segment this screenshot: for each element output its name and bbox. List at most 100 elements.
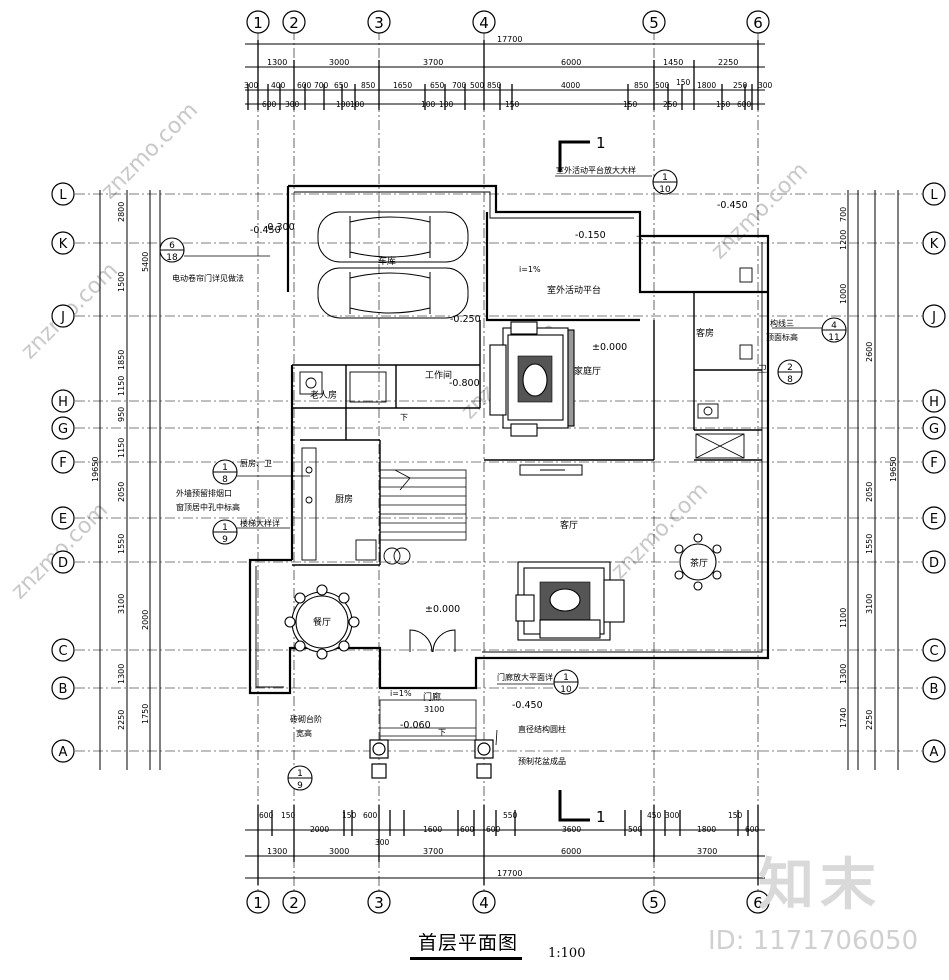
detail-bubbles (159, 169, 847, 791)
detail-ref-sheet: 8 (222, 475, 228, 485)
dim-label: 1150 (117, 376, 126, 396)
axis-label: 2 (289, 14, 299, 32)
watermark-id: ID: 1171706050 (708, 926, 919, 956)
room-label-porch: 门廊 (423, 691, 441, 703)
dim-label: 550 (503, 811, 518, 820)
dim-label: 1800 (697, 825, 716, 834)
dim-label: 150 (623, 100, 638, 109)
dim-label: 3700 (423, 58, 443, 67)
detail-ref-sheet: 8 (787, 375, 793, 385)
dim-label: 600 (259, 811, 274, 820)
dim-label: 600 (460, 825, 475, 834)
note-line-2: 顶面标高 (766, 332, 798, 342)
dim-label: 1450 (663, 58, 683, 67)
dim-overall-depth-left: 19650 (91, 457, 100, 482)
axis-label: L (930, 188, 938, 203)
dim-label: 450 (647, 811, 662, 820)
dim-label: 100 (350, 100, 365, 109)
dim-label: 1000 (839, 284, 848, 304)
axis-label: H (929, 395, 939, 410)
room-label-outdoor-platform: 室外活动平台 (547, 284, 601, 296)
main-entrance-door (409, 629, 456, 653)
note-down-1: 下 (636, 235, 644, 244)
axis-bubbles-bottom (246, 890, 770, 914)
bathroom-fixtures (299, 267, 753, 459)
stair (379, 469, 467, 541)
dim-label: 3100 (117, 594, 126, 614)
dim-label: 650 (334, 81, 349, 90)
elevation-work: -0.800 (449, 378, 480, 389)
car-lower (317, 267, 469, 319)
dim-label: 1300 (267, 847, 287, 856)
top-dimension-ticks (247, 40, 759, 110)
dim-label: 1100 (839, 608, 848, 628)
axis-label: E (930, 512, 938, 527)
bottom-detail-dims: 600 150 2000 150 600 300 1600 600 600 55… (259, 811, 760, 847)
note-platform-detail: 室外活动平台放大大样 (556, 165, 636, 175)
room-label-tea-room: 茶厅 (690, 557, 708, 569)
dim-label: 6000 (561, 847, 581, 856)
axis-label: 5 (649, 14, 659, 32)
room-label-elder-room: 老人房 (310, 389, 337, 401)
note-down-3: 下 (438, 728, 446, 737)
room-label-dining-room: 餐厅 (313, 616, 331, 628)
top-axis-spacing: 1300 3000 3700 6000 1450 2250 (267, 58, 738, 67)
note-stair-detail: 楼梯大样详 (240, 518, 280, 528)
exterior-walls (248, 184, 770, 695)
section-mark-top: 1 (596, 134, 606, 152)
dim-label: 250 (733, 81, 748, 90)
tea-table (674, 533, 722, 591)
dim-label: 150 (505, 100, 520, 109)
porch-steps (379, 699, 477, 741)
elevation-garage-mid: -0.300 (264, 222, 295, 233)
axis-label: 6 (753, 894, 763, 912)
sofa-set-family-hall (489, 321, 575, 437)
axis-label: 5 (649, 894, 659, 912)
dim-label: 3100 (865, 594, 874, 614)
note-ext-wall-2: 窗顶居中孔中标高 (176, 502, 240, 512)
axis-label: 6 (753, 14, 763, 32)
axis-label: C (929, 644, 938, 659)
note-column: 直径结构圆柱 (518, 724, 566, 734)
dim-label: 950 (117, 407, 126, 422)
dim-label: 2000 (310, 825, 329, 834)
axis-label: B (59, 682, 68, 697)
dim-label: 500 (655, 81, 670, 90)
dim-label: 1600 (423, 825, 442, 834)
dim-label: 2250 (117, 710, 126, 730)
axis-label: D (929, 556, 939, 571)
detail-ref-sheet: 10 (659, 185, 671, 195)
top-detail-dims: 300 400 600 700 650 850 1650 650 700 500… (244, 78, 773, 90)
title-underline (410, 957, 522, 960)
dim-label: 400 (271, 81, 286, 90)
dim-label: 850 (634, 81, 649, 90)
leader-lines (184, 175, 822, 746)
dim-label: 2250 (865, 710, 874, 730)
detail-ref-sheet: 10 (560, 685, 572, 695)
dim-label: 600 (262, 100, 277, 109)
note-slope-platform: i=1% (519, 265, 541, 274)
axis-label: A (930, 745, 939, 760)
elevation-garage-left: -0.450 (250, 225, 281, 236)
car-upper (317, 211, 469, 263)
dim-label: 2050 (117, 482, 126, 502)
dim-label: 1300 (117, 664, 126, 684)
watermark-diagonal: znzmo.com znzmo.com znzmo.com znzmo.com … (7, 98, 813, 604)
section-marks (558, 140, 590, 822)
elevation-labels: -0.150 -0.450 -0.450 -0.300 -0.250 ±0.00… (250, 200, 748, 731)
dim-overall-depth-right: 19650 (889, 457, 898, 482)
dim-label: 150 (281, 811, 296, 820)
room-label-kitchen: 厨房 (335, 493, 353, 505)
room-label-living-room: 客厅 (560, 519, 578, 531)
bottom-dimension-lines (245, 829, 765, 879)
dim-label: 1300 (267, 58, 287, 67)
axis-labels-right: L K J H G F E D C B A (929, 188, 939, 760)
kitchen-counter (301, 447, 411, 565)
dim-label: 6000 (561, 58, 581, 67)
room-label-bathroom: 卫 (758, 365, 767, 375)
dim-label: 650 (430, 81, 445, 90)
axis-label: J (60, 310, 65, 325)
axis-labels-bottom: 1 2 3 4 5 6 (253, 894, 763, 912)
room-label-family-hall: 家庭厅 (574, 365, 601, 377)
